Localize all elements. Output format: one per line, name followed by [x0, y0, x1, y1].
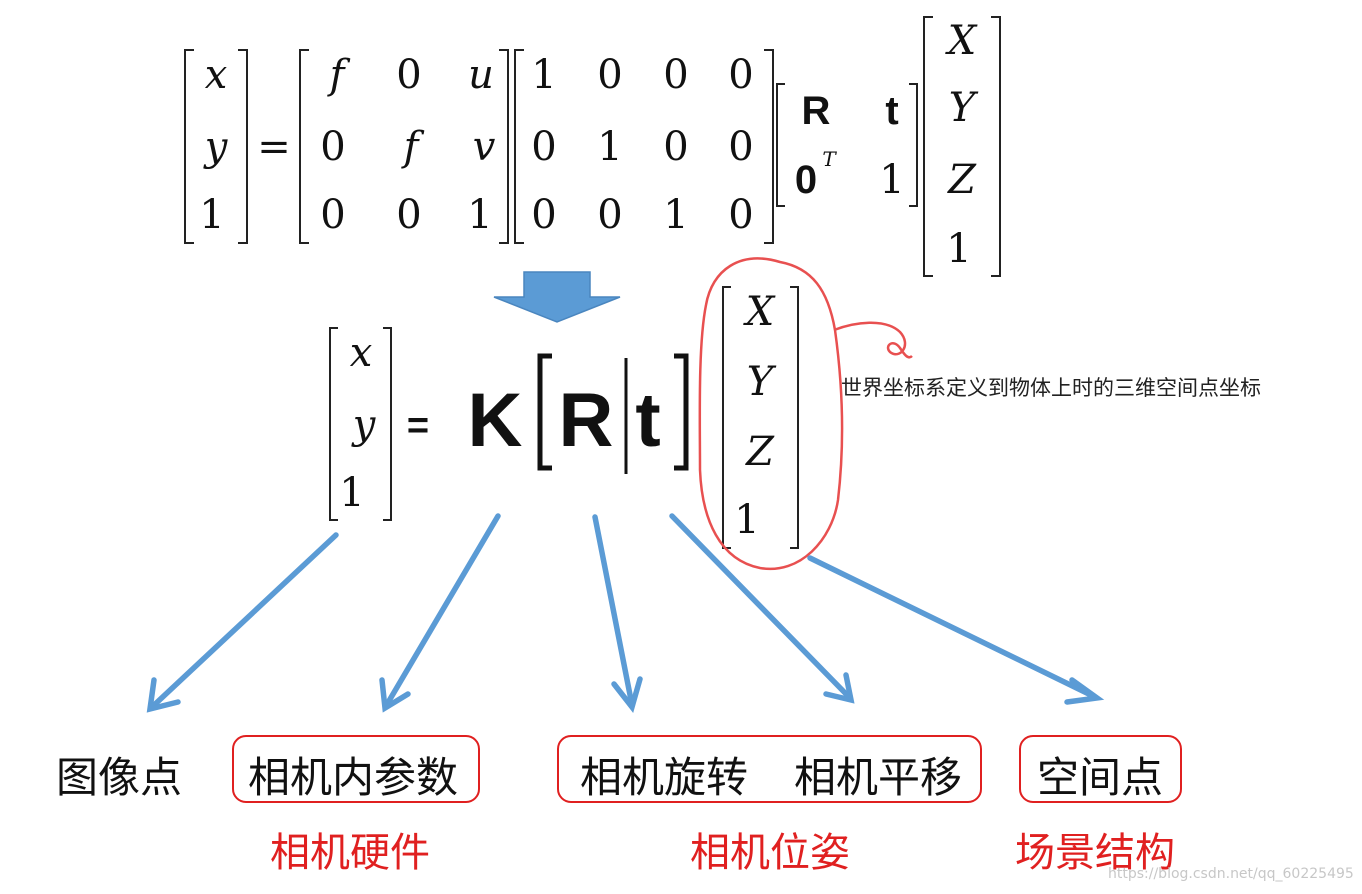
extrinsic-zero: 0 — [795, 158, 817, 202]
intrinsic-f-1: f — [327, 52, 351, 98]
top-lhs-y: y — [203, 124, 229, 170]
proj-r3c1: 0 — [531, 192, 556, 238]
group-hardware: 相机硬件 — [270, 830, 430, 876]
intrinsic-f-2: f — [401, 124, 425, 170]
top-world-X: X — [945, 18, 978, 64]
label-rotation: 相机旋转 — [580, 753, 749, 802]
top-equation: x y 1 = f 0 u 0 f v 0 0 1 1 0 — [184, 16, 1001, 277]
proj-r1c4: 0 — [728, 52, 753, 98]
proj-r3c4: 0 — [728, 192, 753, 238]
top-world-Z: Z — [946, 157, 977, 203]
proj-r2c1: 0 — [531, 124, 556, 170]
arrow-to-intrinsics — [379, 513, 501, 713]
compact-world-X: X — [743, 289, 776, 335]
extrinsic-t: t — [885, 89, 898, 133]
compact-equals: = — [407, 405, 429, 447]
compact-lhs-bracket — [329, 327, 392, 521]
compact-world-Y: Y — [747, 359, 777, 405]
proj-r1c1: 1 — [531, 52, 556, 98]
intrinsic-0-4: 0 — [396, 192, 421, 238]
red-pointer-squiggle — [833, 321, 913, 359]
compact-world-bracket — [722, 286, 799, 549]
compact-R: R — [559, 378, 614, 463]
intrinsic-0-1: 0 — [396, 52, 421, 98]
compact-world-1: 1 — [734, 497, 759, 543]
intrinsic-u: u — [468, 52, 494, 98]
proj-r1c2: 0 — [597, 52, 622, 98]
arrow-to-translation — [669, 513, 855, 704]
top-world-1: 1 — [946, 226, 971, 272]
arrow-to-space-point — [807, 555, 1105, 705]
compact-lhs-1: 1 — [339, 470, 364, 516]
extrinsic-superscript-T: T — [822, 147, 837, 171]
intrinsic-0-2: 0 — [320, 124, 345, 170]
label-space-point: 空间点 — [1037, 753, 1164, 802]
extrinsic-1: 1 — [879, 157, 904, 203]
proj-r2c3: 0 — [663, 124, 688, 170]
arrow-to-rotation — [592, 514, 643, 713]
top-projection-bracket — [514, 49, 774, 244]
top-intrinsic-bracket — [299, 49, 509, 244]
intrinsics-box — [232, 735, 480, 803]
top-lhs-1: 1 — [199, 192, 224, 238]
top-equals: = — [257, 124, 291, 170]
top-world-Y: Y — [949, 85, 979, 131]
intrinsic-v: v — [473, 124, 496, 170]
proj-r1c3: 0 — [663, 52, 688, 98]
compact-lhs-x: x — [350, 330, 373, 376]
down-block-arrow — [493, 271, 621, 323]
proj-r3c2: 0 — [597, 192, 622, 238]
red-highlight-loop — [698, 257, 844, 571]
extrinsic-R: R — [802, 89, 831, 133]
label-translation: 相机平移 — [794, 753, 963, 802]
blue-arrows — [146, 513, 1105, 713]
space-point-box — [1019, 735, 1182, 803]
group-scene: 场景结构 — [1015, 830, 1175, 876]
compact-world-Z: Z — [744, 429, 775, 475]
compact-Rt-bracket — [537, 353, 689, 471]
arrow-to-image-point — [146, 532, 339, 713]
group-pose: 相机位姿 — [690, 830, 850, 876]
intrinsic-1: 1 — [467, 192, 492, 238]
compact-K: K — [468, 378, 523, 463]
compact-equation: x y 1 = K R t X Y Z 1 — [329, 286, 799, 549]
watermark: https://blog.csdn.net/qq_60225495 — [1108, 866, 1354, 882]
proj-r2c4: 0 — [728, 124, 753, 170]
pose-box — [557, 735, 982, 803]
top-lhs-bracket — [184, 49, 248, 244]
proj-r2c2: 1 — [597, 124, 622, 170]
top-lhs-x: x — [205, 52, 228, 98]
proj-r3c3: 1 — [663, 192, 688, 238]
world-point-annotation: 世界坐标系定义到物体上时的三维空间点坐标 — [841, 376, 1261, 400]
label-intrinsics: 相机内参数 — [248, 753, 459, 802]
intrinsic-0-3: 0 — [320, 192, 345, 238]
compact-t: t — [635, 378, 660, 463]
compact-lhs-y: y — [351, 402, 377, 448]
label-image-point: 图像点 — [56, 753, 183, 802]
top-extrinsic-bracket — [776, 83, 918, 207]
top-world-bracket — [923, 16, 1001, 277]
